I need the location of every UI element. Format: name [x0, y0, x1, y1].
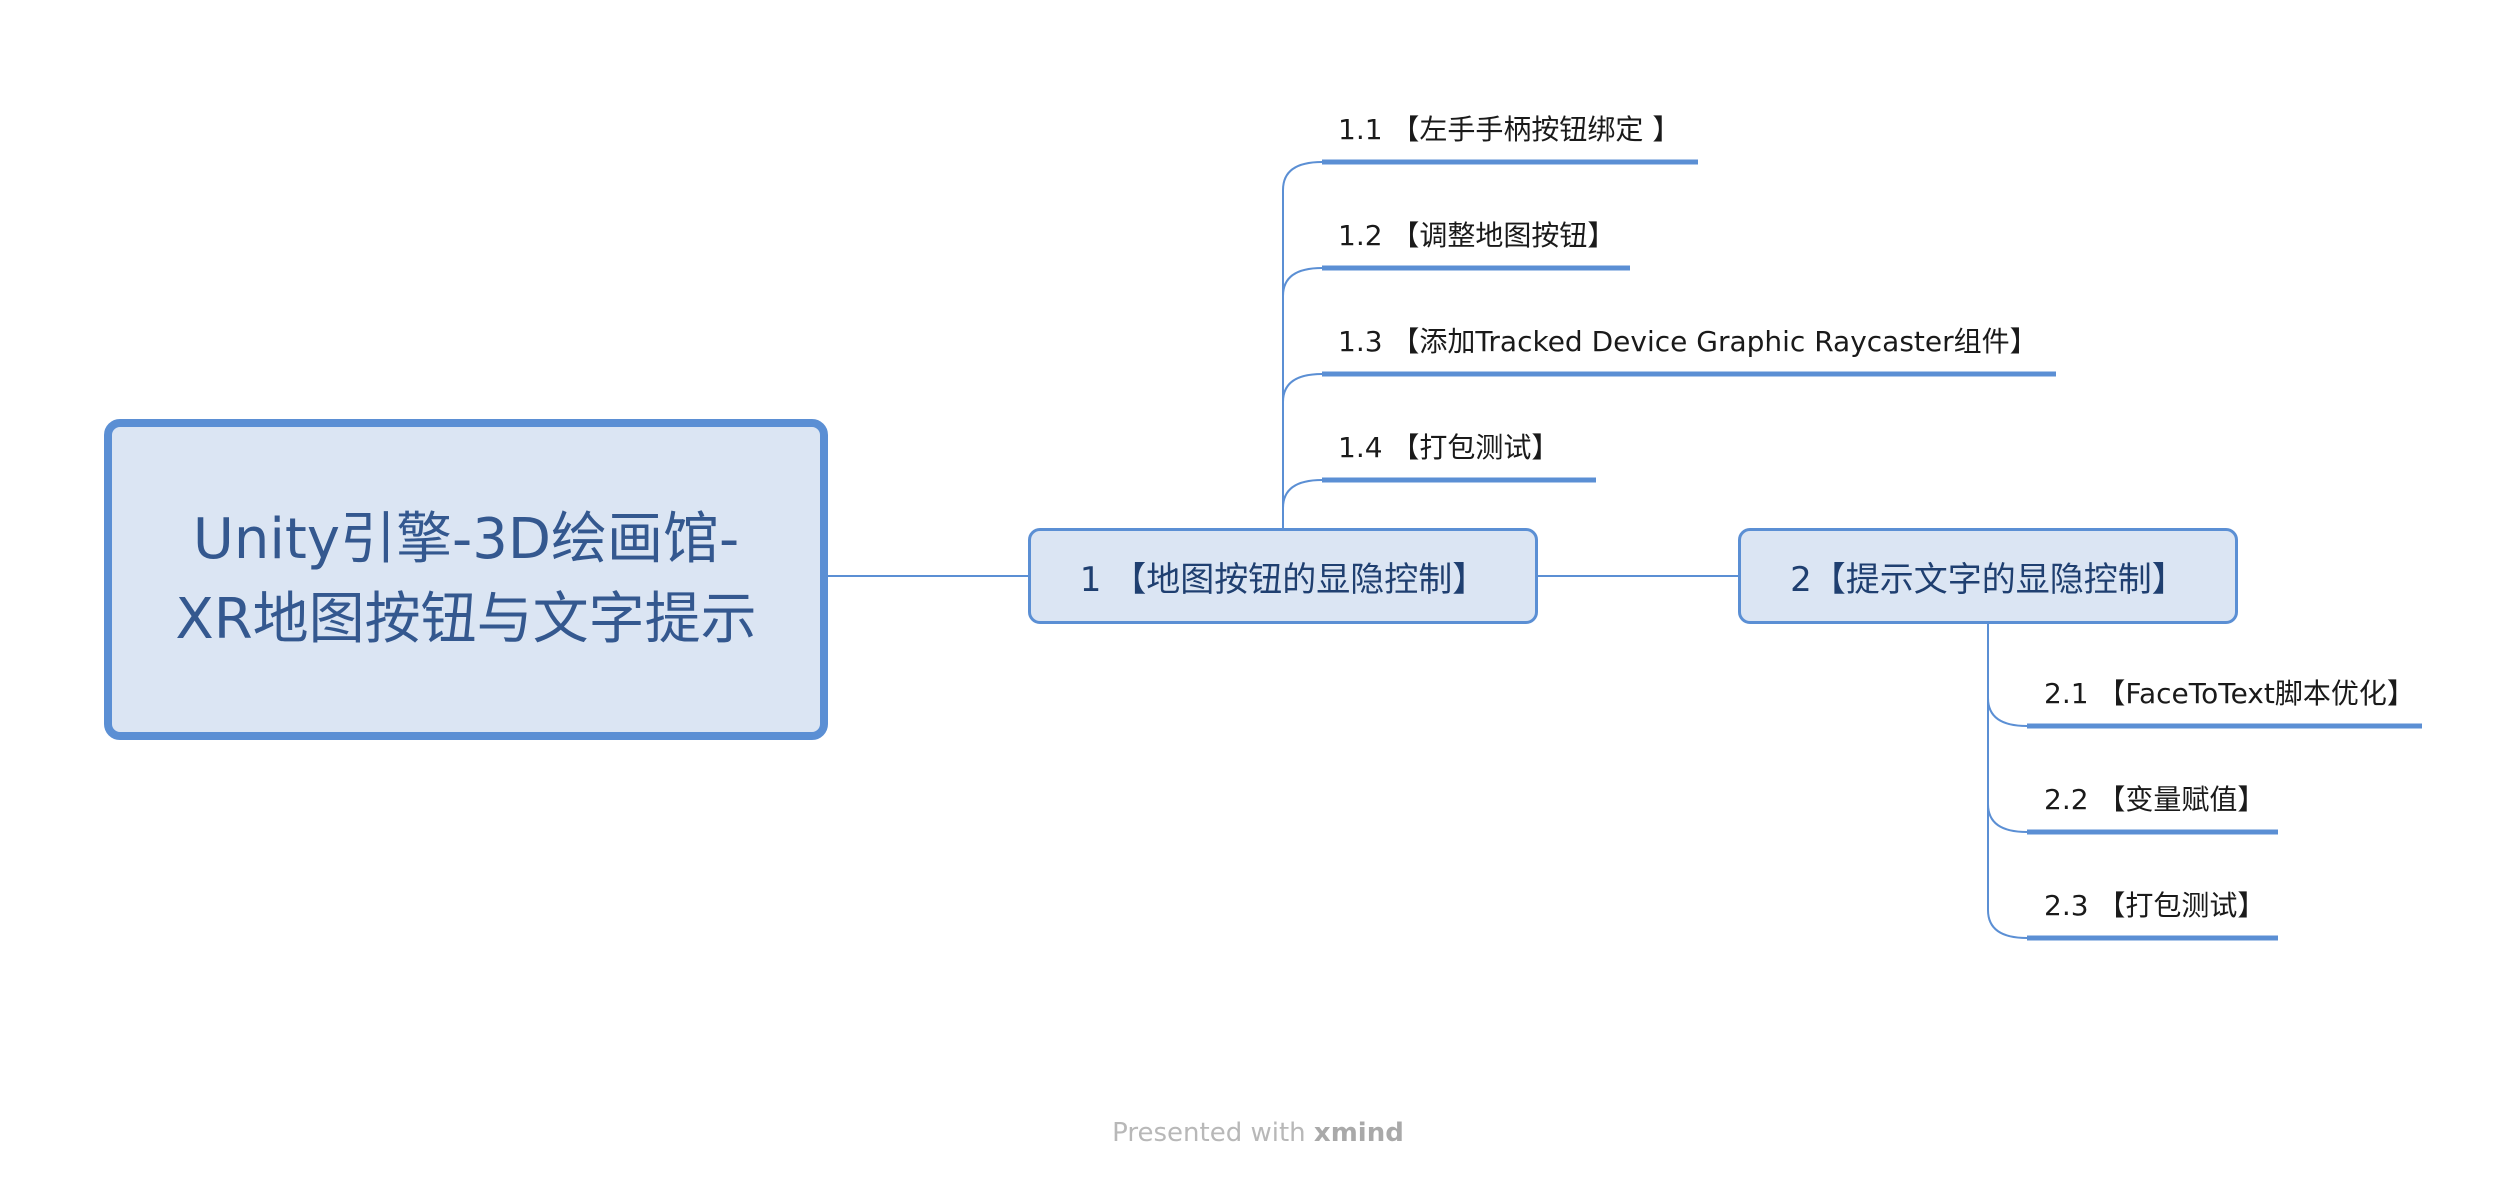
subtopic-1-2[interactable]: 1.2 【调整地图按钮】	[1338, 219, 1616, 252]
subtopic-2-3[interactable]: 2.3 【打包测试】	[2044, 889, 2266, 922]
footer-brand[interactable]: xmind	[1313, 1118, 1404, 1148]
footer-prefix: Presented with	[1112, 1118, 1314, 1148]
subtopic-2-1[interactable]: 2.1 【FaceToText脚本优化】	[2044, 677, 2415, 710]
connector-sub-2-1	[1987, 697, 2028, 727]
main-topic-2[interactable]: 2【提示文字的显隐控制】	[1738, 528, 2238, 624]
footer-credit: Presented with xmind	[0, 1118, 2516, 1148]
subtopic-1-4[interactable]: 1.4 【打包测试】	[1338, 431, 1560, 464]
main-topic-1[interactable]: 1 【地图按钮的显隐控制】	[1028, 528, 1538, 624]
connector-sub-1-3	[1282, 373, 1323, 403]
connector-sub-2-2	[1987, 803, 2028, 833]
subtopic-1-1[interactable]: 1.1 【左手手柄按钮绑定 】	[1338, 113, 1681, 146]
main-topic-1-label: 1 【地图按钮的显隐控制】	[1079, 559, 1487, 600]
central-topic-title: Unity引擎-3D绘画馆-XR地图按钮与文字提示	[175, 506, 757, 652]
subtopic-2-2[interactable]: 2.2 【变量赋值】	[2044, 783, 2266, 816]
main-topic-2-label: 2【提示文字的显隐控制】	[1790, 559, 2186, 600]
connector-sub-2-3	[1987, 909, 2028, 939]
connector-sub-1-4	[1282, 479, 1323, 509]
central-topic[interactable]: Unity引擎-3D绘画馆-XR地图按钮与文字提示	[104, 419, 828, 740]
connector-sub-1-1	[1282, 161, 1323, 191]
connector-sub-1-2	[1282, 267, 1323, 297]
subtopic-1-3[interactable]: 1.3 【添加Tracked Device Graphic Raycaster组…	[1338, 325, 2038, 358]
